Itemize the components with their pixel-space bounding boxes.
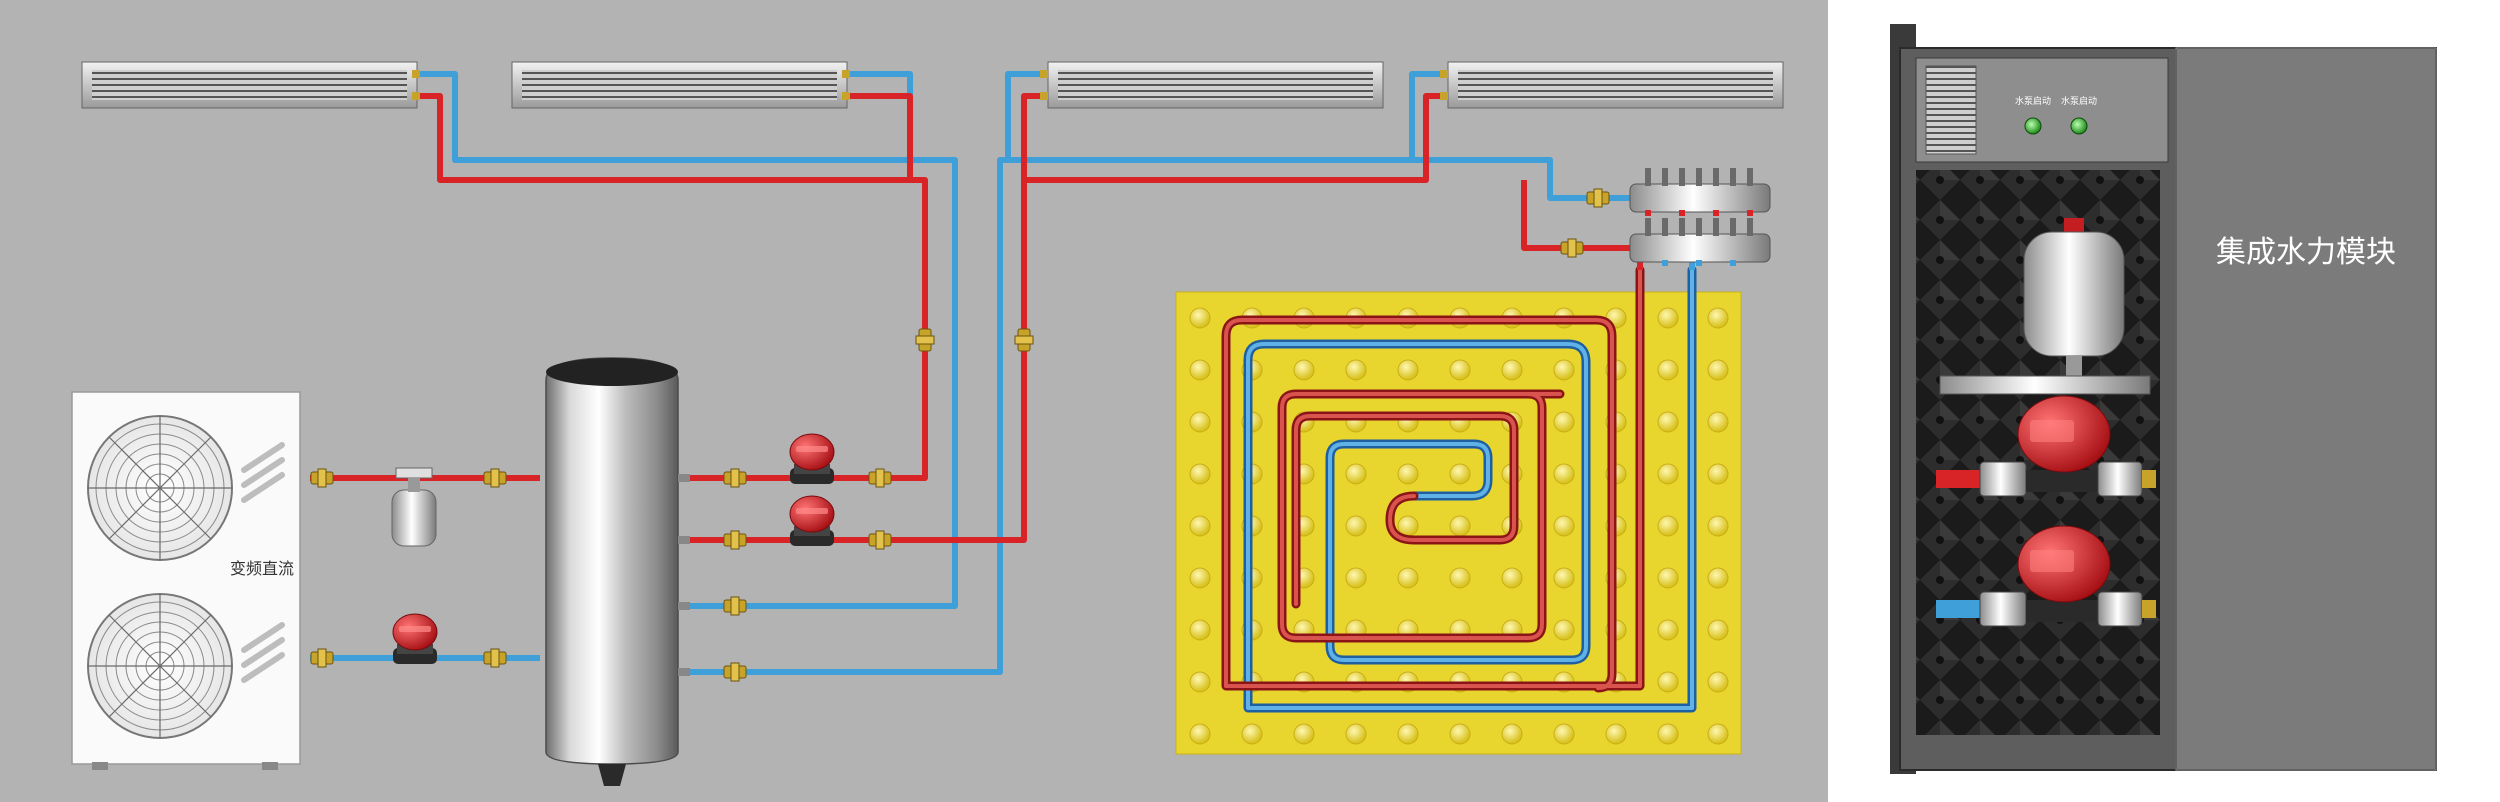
fan-grille-top: [87, 415, 233, 561]
cabinet-door: [2175, 47, 2437, 771]
floor-heating-loops: [1221, 265, 1697, 713]
indicator-light-2: [2070, 117, 2088, 135]
cabinet-title: 集成水力模块: [2216, 235, 2396, 270]
fan-coil-unit: [81, 61, 420, 109]
fan-coil-unit: [1040, 61, 1384, 109]
expansion-tank: [391, 467, 437, 547]
module-expansion-tank: [2023, 218, 2125, 378]
floor-manifold: [1629, 168, 1771, 266]
indicator-2-label: 水泵启动: [2061, 95, 2097, 107]
outdoor-unit-label: 变频直流: [230, 559, 294, 578]
fan-coil-units: [81, 61, 1784, 109]
module-pump-1: [1936, 395, 2156, 497]
fan-grille-bottom: [87, 593, 233, 739]
hydraulic-module-cabinet: 水泵启动 水泵启动 集成水力模块: [1890, 24, 2437, 774]
outdoor-heat-pump-unit: 变频直流: [71, 391, 301, 770]
side-vents: [241, 442, 285, 683]
indicator-light-1: [2024, 117, 2042, 135]
indicator-1-label: 水泵启动: [2015, 95, 2051, 107]
fan-coil-unit: [1440, 61, 1784, 109]
fan-coil-unit: [511, 61, 850, 109]
storage-tank: [545, 357, 690, 786]
module-pump-2: [1936, 525, 2156, 627]
floor-heating-mat: [1175, 265, 1742, 755]
